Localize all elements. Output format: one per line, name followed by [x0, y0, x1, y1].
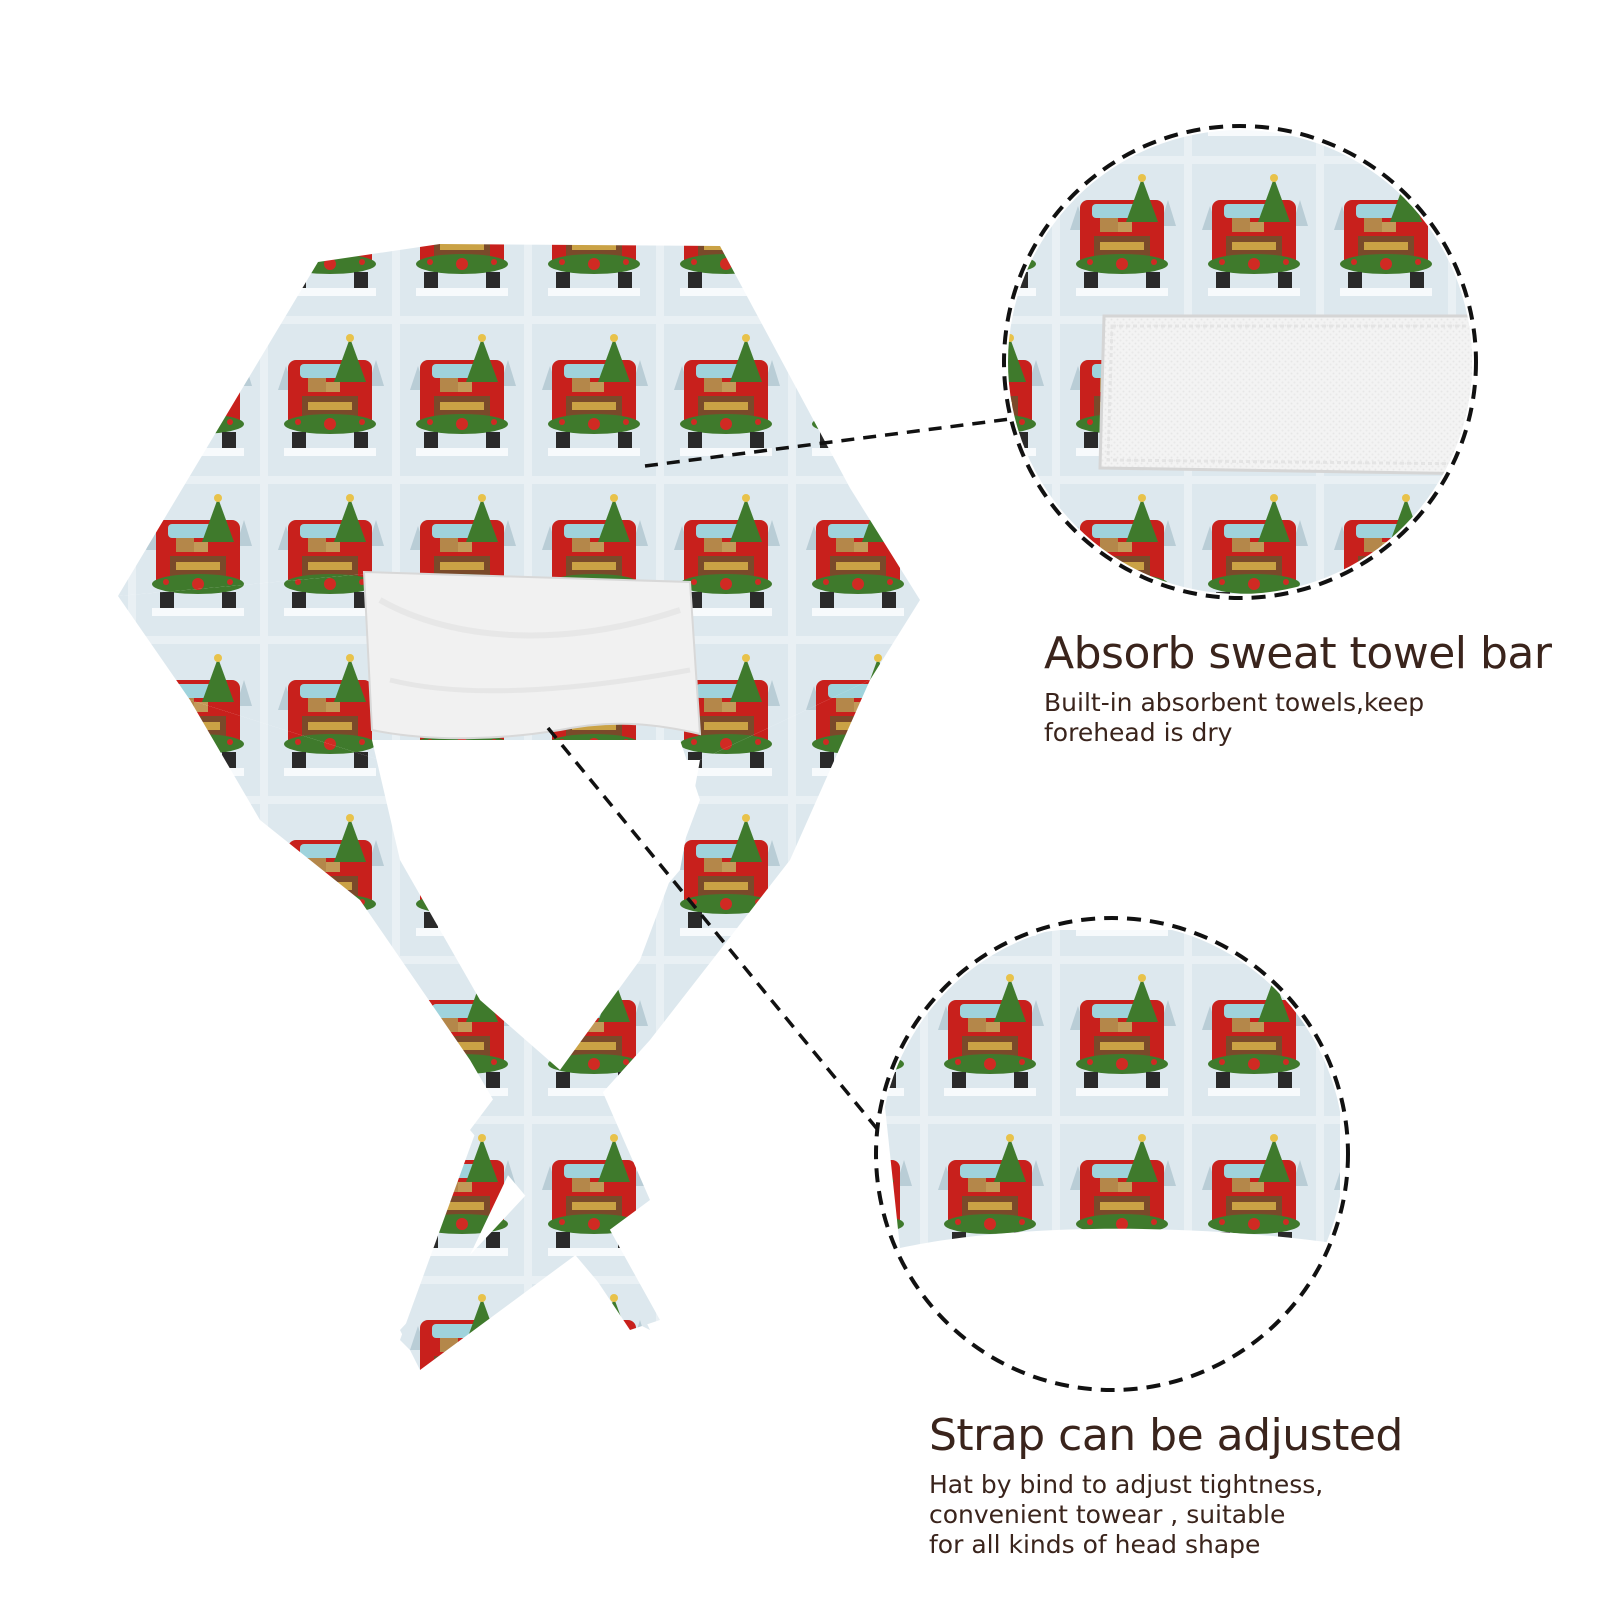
scrub-cap — [118, 244, 920, 1370]
towel-bar-inner — [362, 570, 702, 740]
towel-bar-description-line-2: forehead is dry — [1044, 718, 1233, 748]
strap-description-line-3: for all kinds of head shape — [929, 1530, 1261, 1560]
leader-line-towel — [644, 416, 1019, 468]
towel-bar-description-line-1: Built-in absorbent towels,keep — [1044, 688, 1425, 718]
strap-description-line-2: convenient towear , suitable — [929, 1500, 1286, 1530]
strap-caption: Strap can be adjusted Hat by bind to adj… — [929, 1410, 1403, 1560]
towel-bar-caption: Absorb sweat towel bar Built-in absorben… — [1044, 628, 1552, 748]
towel-bar-closeup — [1098, 314, 1472, 476]
strap-description-line-1: Hat by bind to adjust tightness, — [929, 1470, 1324, 1500]
strap-detail-zoom — [874, 916, 1350, 1392]
towel-bar-title: Absorb sweat towel bar — [1044, 628, 1552, 679]
strap-print-closeup — [880, 930, 1340, 1248]
strap-description: Hat by bind to adjust tightness, conveni… — [929, 1470, 1403, 1560]
towel-bar-detail-zoom — [1002, 124, 1478, 600]
towel-bar-description: Built-in absorbent towels,keep forehead … — [1044, 688, 1551, 748]
strap-title: Strap can be adjusted — [929, 1410, 1403, 1461]
